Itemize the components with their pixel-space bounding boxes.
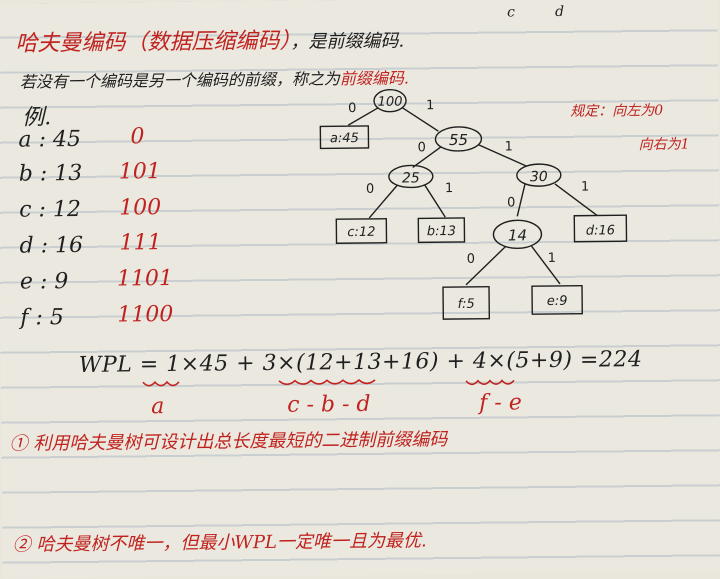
tree-edge [554, 183, 598, 217]
node-label: 25 [402, 170, 420, 186]
tree-edge [412, 146, 441, 169]
tree-edge [347, 107, 379, 126]
wpl-under-fe: f - e [479, 390, 522, 416]
edge-label: 0 [467, 252, 475, 267]
tree-edge [531, 245, 561, 285]
tree-node-internal [388, 164, 434, 189]
tree-node-internal [434, 126, 483, 152]
brace-cbd [278, 378, 376, 386]
tree-node-internal [516, 163, 562, 187]
tree-edge [465, 245, 507, 286]
leaf-label: a:45 [330, 131, 359, 146]
tree-edge [424, 184, 446, 218]
brace-a [142, 380, 180, 387]
edge-label: 0 [507, 195, 515, 210]
edge-label: 0 [348, 101, 356, 116]
edge-label: 0 [366, 182, 374, 197]
tree-node-leaf [417, 217, 466, 244]
edge-label: 1 [445, 181, 453, 196]
tree-edge [516, 184, 526, 217]
tree-node-internal [492, 219, 543, 250]
tree-node-leaf [319, 125, 370, 150]
leaf-label: e:9 [547, 294, 568, 309]
tree-edge [401, 106, 439, 132]
edge-label: 1 [504, 139, 512, 154]
edge-label: 1 [581, 180, 589, 195]
node-label: 55 [449, 131, 468, 149]
tree-node-internal [373, 88, 407, 113]
leaf-label: d:16 [586, 223, 615, 238]
edge-label: 1 [548, 251, 556, 266]
leaf-label: b:13 [427, 224, 456, 239]
wpl-under-cbd: c - b - d [287, 391, 371, 418]
note-2: ② 哈夫曼树不唯一，但最小WPL一定唯一且为最优. [12, 530, 427, 556]
node-label: 100 [378, 95, 403, 110]
tree-node-leaf [335, 218, 388, 244]
leaf-label: c:12 [347, 225, 375, 240]
tree-node-leaf [573, 214, 628, 243]
edge-label: 0 [417, 140, 425, 155]
node-label: 30 [530, 169, 548, 185]
tree-edge [478, 144, 528, 167]
tree-edge [368, 185, 398, 219]
node-label: 14 [508, 226, 527, 244]
leaf-label: f:5 [457, 297, 474, 312]
tree-node-leaf [442, 285, 491, 320]
tree-node-leaf [531, 284, 583, 315]
edge-label: 1 [426, 98, 434, 113]
wpl-under-a: a [151, 394, 165, 420]
brace-fe [465, 379, 515, 386]
note-1: ① 利用哈夫曼树可设计出总长度最短的二进制前缀编码 [9, 429, 448, 455]
